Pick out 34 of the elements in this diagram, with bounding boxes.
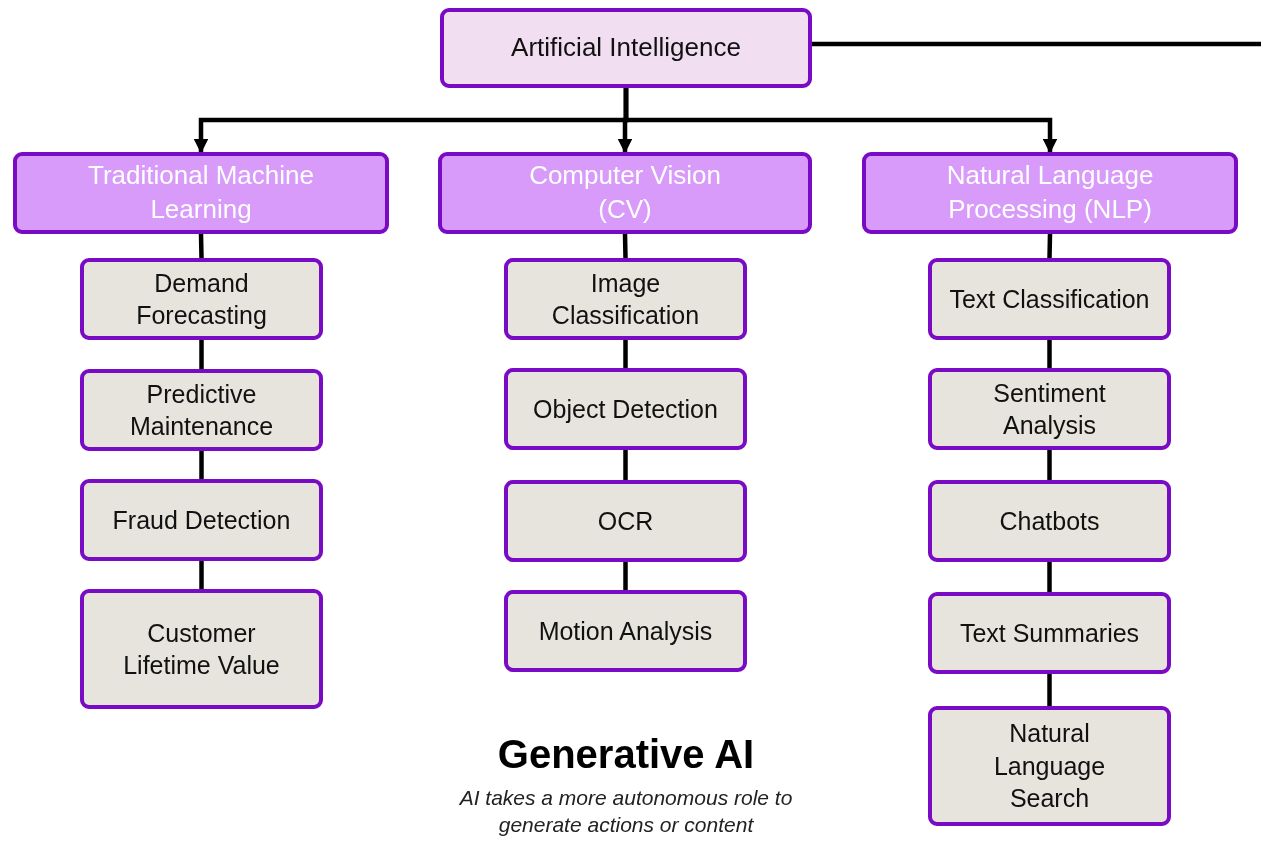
connector — [623, 340, 628, 368]
connector — [623, 88, 1058, 154]
section-description: AI takes a more autonomous role to generate actions or content — [458, 785, 794, 839]
application-box: Image Classification — [504, 258, 747, 340]
application-box: Chatbots — [928, 480, 1171, 562]
connector — [622, 233, 628, 259]
connector — [623, 562, 628, 590]
application-box: Natural Language Search — [928, 706, 1171, 826]
application-box: Text Classification — [928, 258, 1171, 340]
connector — [1047, 450, 1052, 480]
connector — [623, 450, 628, 480]
connector — [199, 340, 204, 369]
connector — [199, 561, 204, 589]
category-box: Natural Language Processing (NLP) — [862, 152, 1238, 234]
connector — [198, 233, 204, 259]
connector — [1047, 674, 1052, 706]
application-box: Fraud Detection — [80, 479, 323, 561]
connector — [199, 451, 204, 479]
connector — [1047, 233, 1053, 259]
category-box: Traditional Machine Learning — [13, 152, 389, 234]
application-box: Text Summaries — [928, 592, 1171, 674]
connector — [1047, 562, 1052, 592]
application-box: OCR — [504, 480, 747, 562]
application-box: Predictive Maintenance — [80, 369, 323, 451]
application-box: Demand Forecasting — [80, 258, 323, 340]
application-box: Motion Analysis — [504, 590, 747, 672]
section-heading: Generative AI — [496, 732, 756, 776]
category-box: Computer Vision (CV) — [438, 152, 812, 234]
application-box: Object Detection — [504, 368, 747, 450]
root-box: Artificial Intelligence — [440, 8, 812, 88]
application-box: Customer Lifetime Value — [80, 589, 323, 709]
application-box: Sentiment Analysis — [928, 368, 1171, 450]
connector — [1047, 340, 1052, 368]
connector — [812, 41, 1261, 47]
